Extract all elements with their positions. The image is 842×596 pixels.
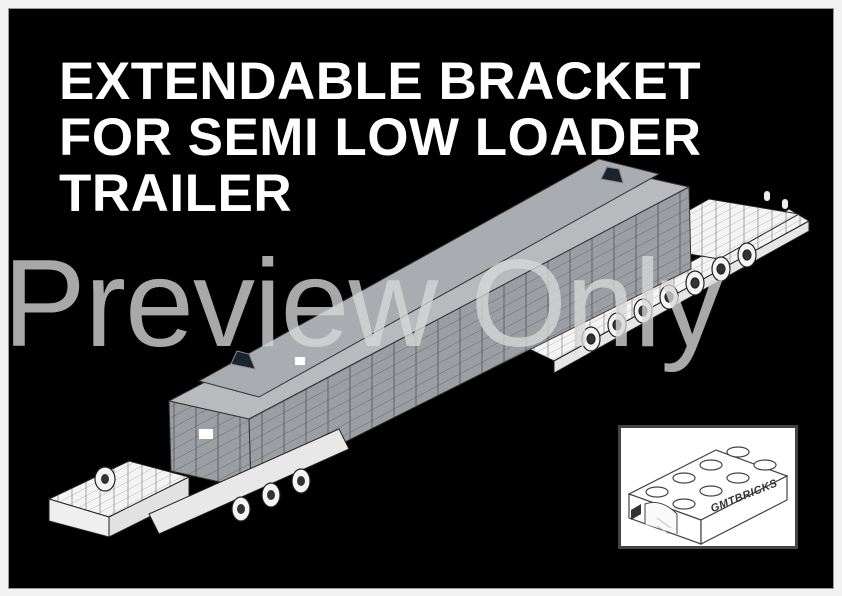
- trailer-illustration: [47, 158, 811, 538]
- poster-panel: EXTENDABLE BRACKET FOR SEMI LOW LOADER T…: [8, 8, 834, 589]
- preview-watermark: Preview Only: [8, 235, 722, 373]
- title-line-1: EXTENDABLE BRACKET: [59, 52, 702, 111]
- front-gooseneck: [47, 428, 350, 538]
- flag-mark-icon: [631, 504, 641, 520]
- grey-load: [167, 158, 692, 490]
- title-line-2: FOR SEMI LOW LOADER: [59, 108, 702, 167]
- gmtbricks-logo: GMTBRICKS: [618, 425, 798, 549]
- rear-wheels: [581, 242, 757, 352]
- lego-brick-icon: [627, 446, 789, 545]
- title-line-3: TRAILER: [59, 164, 293, 223]
- poster-title: EXTENDABLE BRACKET FOR SEMI LOW LOADER T…: [59, 54, 702, 222]
